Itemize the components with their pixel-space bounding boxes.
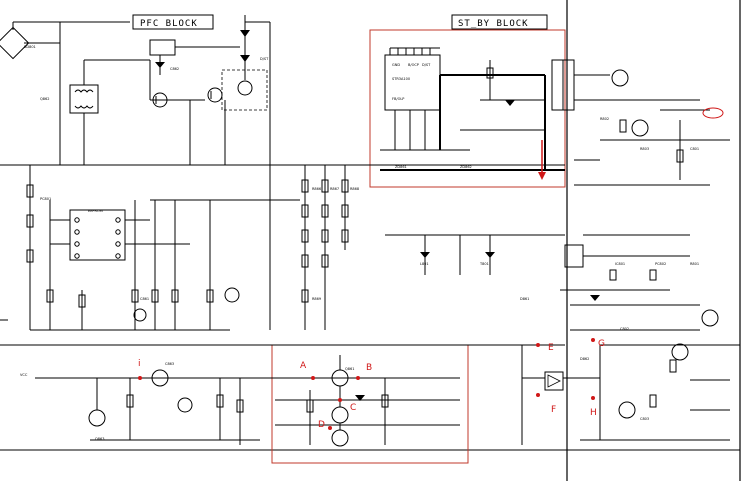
svg-text:R801: R801 <box>690 262 699 266</box>
marker-f: F <box>551 405 556 415</box>
highlight-ellipse <box>702 107 724 119</box>
measurement-points <box>138 338 595 430</box>
svg-text:R869: R869 <box>312 297 321 301</box>
svg-text:C863: C863 <box>165 362 174 366</box>
stby-transformer <box>380 59 575 171</box>
pfc-inductor <box>69 59 150 165</box>
svg-text:T801: T801 <box>479 262 489 266</box>
svg-text:R802: R802 <box>600 117 609 121</box>
svg-text:BD801: BD801 <box>24 45 36 49</box>
svg-text:D862: D862 <box>580 357 589 361</box>
bottom-left-transistors <box>88 369 260 445</box>
svg-text:EEPROM: EEPROM <box>88 209 103 213</box>
marker-g: G <box>598 339 605 349</box>
marker-b: B <box>366 363 372 373</box>
pfc-block-title: PFC BLOCK <box>140 19 198 29</box>
svg-text:R868: R868 <box>350 187 359 191</box>
svg-text:C801: C801 <box>690 147 699 151</box>
svg-text:D861: D861 <box>520 297 529 301</box>
svg-text:ZD862: ZD862 <box>460 165 472 169</box>
svg-text:D/ST: D/ST <box>422 63 431 67</box>
stby-block-title-box <box>451 14 548 30</box>
left-resistors <box>26 165 230 331</box>
svg-text:VCC: VCC <box>20 373 28 377</box>
svg-text:GND: GND <box>392 63 400 67</box>
svg-text:PC802: PC802 <box>655 262 666 266</box>
right-standby-output <box>574 69 730 186</box>
ic-part-number: STR3A100 <box>392 77 410 81</box>
pfc-block-title-box <box>132 14 214 30</box>
marker-d: D <box>318 420 325 430</box>
divider-strings <box>131 165 349 330</box>
marker-c: C <box>350 403 356 413</box>
svg-text:Q863: Q863 <box>95 437 104 441</box>
marker-h: H <box>590 408 597 418</box>
svg-text:PC801: PC801 <box>40 197 51 201</box>
stby-block-region <box>369 29 566 188</box>
feedback-transistors <box>306 355 389 447</box>
marker-e: E <box>548 343 554 353</box>
bridge-rectifier <box>0 21 130 60</box>
svg-text:ZD861: ZD861 <box>395 165 407 169</box>
stby-block-title: ST_BY BLOCK <box>458 19 529 29</box>
svg-text:IC801: IC801 <box>615 262 625 266</box>
svg-text:Q862: Q862 <box>40 97 49 101</box>
svg-text:C802: C802 <box>620 327 629 331</box>
svg-text:C862: C862 <box>170 67 179 71</box>
lower-right-opto <box>521 343 740 445</box>
svg-text:L801: L801 <box>420 262 429 266</box>
red-arrow-head <box>538 172 546 180</box>
svg-text:C803: C803 <box>640 417 649 421</box>
component-reference-labels: BD801 Q862 C862 D/ST PC801 EEPROM R866 R… <box>20 45 699 441</box>
marker-a: A <box>300 361 307 371</box>
pfc-switch-cluster <box>149 15 271 165</box>
svg-text:R867: R867 <box>330 187 339 191</box>
svg-text:B/OCP: B/OCP <box>408 63 419 67</box>
svg-text:D/ST: D/ST <box>260 57 269 61</box>
svg-text:R803: R803 <box>640 147 649 151</box>
svg-text:Q861: Q861 <box>345 367 354 371</box>
pfc-controller-ic <box>50 209 190 261</box>
svg-text:C861: C861 <box>140 297 149 301</box>
right-mid-components <box>385 234 719 331</box>
marker-i: i <box>138 359 141 369</box>
svg-text:R866: R866 <box>312 187 321 191</box>
svg-text:FB/OLP: FB/OLP <box>392 97 404 101</box>
